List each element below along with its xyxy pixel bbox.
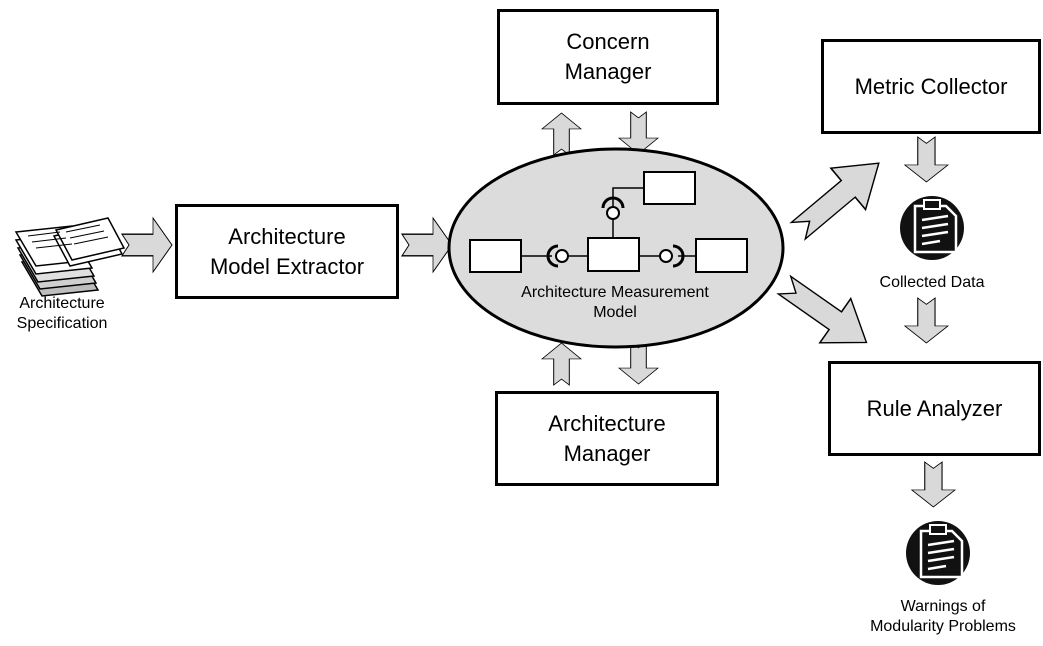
warnings-caption: Warnings of Modularity Problems — [858, 597, 1028, 637]
arrow-spec-to-extractor — [121, 217, 173, 273]
document-stack-icon — [14, 217, 126, 297]
warnings-caption-line2: Modularity Problems — [870, 618, 1016, 635]
arrow-data-to-analyzer — [904, 297, 949, 344]
metric-collector-box: Metric Collector — [821, 39, 1041, 134]
model-caption-line1: Architecture Measurement — [521, 284, 709, 301]
arrow-extractor-to-model — [401, 217, 453, 273]
metric-collector-label: Metric Collector — [854, 73, 1008, 99]
concern-label-line1: Concern — [566, 29, 650, 54]
extractor-label-line2: Model Extractor — [209, 253, 365, 279]
arch-manager-label-line1: Architecture — [548, 410, 666, 436]
collected-data-caption: Collected Data — [862, 273, 1002, 293]
warnings-caption-line1: Warnings of — [900, 598, 986, 615]
architecture-manager-box: Architecture Manager — [495, 391, 719, 486]
concern-manager-box: Concern Manager — [497, 9, 719, 105]
spec-caption-line2: Specification — [16, 315, 108, 332]
measurement-model-caption: Architecture Measurement Model — [470, 283, 760, 323]
concern-label-line2: Manager — [564, 59, 652, 84]
arrow-model-to-metric-collector — [780, 141, 897, 253]
architecture-model-extractor-box: Architecture Model Extractor — [175, 204, 399, 299]
arch-manager-label-line2: Manager — [563, 440, 651, 466]
arrow-archmgr-to-model — [541, 342, 582, 386]
arrow-model-to-concern — [541, 112, 582, 156]
warnings-icon — [906, 521, 970, 585]
extractor-label-line1: Architecture — [228, 223, 346, 249]
arrow-collector-to-data — [904, 136, 949, 183]
model-caption-line2: Model — [593, 304, 637, 321]
arrow-analyzer-to-warnings — [911, 461, 956, 508]
spec-caption-line1: Architecture — [19, 295, 105, 312]
collected-data-icon — [900, 196, 964, 260]
collected-data-label: Collected Data — [879, 274, 985, 291]
component-diagram-icon — [469, 171, 748, 273]
rule-analyzer-box: Rule Analyzer — [828, 361, 1041, 456]
architecture-specification-caption: Architecture Specification — [0, 294, 124, 334]
rule-analyzer-label: Rule Analyzer — [866, 395, 1003, 421]
